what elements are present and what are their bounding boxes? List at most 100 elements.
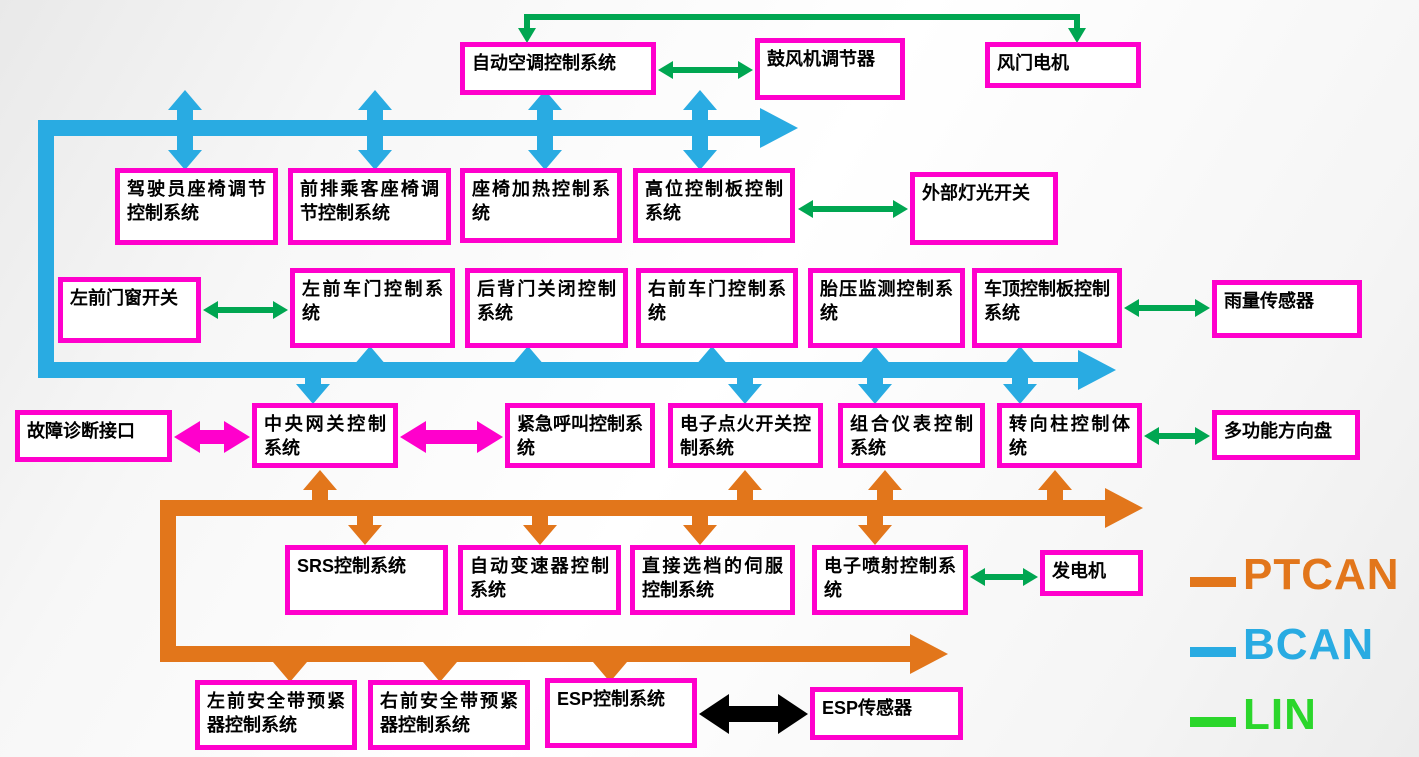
lin-arrow-icon bbox=[1144, 427, 1159, 445]
magenta-link-shaft bbox=[424, 430, 479, 444]
node-lf-seatbelt-pretensioner: 左前安全带预紧器控制系统 bbox=[195, 680, 357, 750]
black-arrow-icon bbox=[699, 694, 729, 734]
bcan-arrow-icon bbox=[353, 346, 387, 366]
ptcan-arrow-icon bbox=[683, 525, 717, 545]
black-arrow-icon bbox=[778, 694, 808, 734]
node-label: 右前车门控制系统 bbox=[648, 279, 786, 323]
lin-arrow-icon bbox=[1124, 299, 1139, 317]
lin-arrow-icon bbox=[1068, 28, 1086, 43]
node-auto-transmission: 自动变速器控制系统 bbox=[458, 545, 621, 615]
bcan-arrow-icon bbox=[858, 346, 892, 366]
ptcan-arrow-icon bbox=[273, 662, 307, 682]
lin-link-shaft bbox=[1137, 305, 1197, 311]
magenta-arrow-icon bbox=[224, 421, 250, 453]
bcan-arrow-shaft bbox=[737, 372, 753, 386]
lin-link-shaft bbox=[524, 14, 1080, 20]
magenta-arrow-icon bbox=[174, 421, 200, 453]
ptcan-bus-top-arrowhead bbox=[1105, 488, 1143, 528]
bcan-arrow-icon bbox=[858, 384, 892, 404]
ptcan-arrow-shaft bbox=[692, 514, 708, 527]
node-seat-heating: 座椅加热控制系统 bbox=[460, 168, 622, 243]
ptcan-arrow-shaft bbox=[282, 656, 298, 666]
ptcan-arrow-icon bbox=[858, 525, 892, 545]
bcan-arrow-icon bbox=[358, 90, 392, 110]
legend-bcan-dash-icon bbox=[1190, 647, 1236, 657]
bcan-arrow-icon bbox=[528, 150, 562, 170]
bcan-arrow-shaft bbox=[1012, 364, 1028, 386]
lin-arrow-icon bbox=[1023, 568, 1038, 586]
node-label: 左前安全带预紧器控制系统 bbox=[207, 691, 345, 735]
node-damper-motor: 风门电机 bbox=[985, 42, 1141, 88]
node-emergency-call: 紧急呼叫控制系统 bbox=[505, 403, 655, 468]
bcan-arrow-shaft bbox=[692, 108, 708, 152]
bcan-arrow-icon bbox=[168, 150, 202, 170]
node-direct-shift-servo: 直接选档的伺服控制系统 bbox=[630, 545, 795, 615]
node-esp-control: ESP控制系统 bbox=[545, 678, 697, 748]
node-tailgate-close: 后背门关闭控制系统 bbox=[465, 268, 628, 348]
lin-arrow-icon bbox=[273, 301, 288, 319]
ptcan-bus-bottom-segment bbox=[160, 646, 910, 662]
magenta-link-shaft bbox=[198, 430, 226, 444]
bcan-arrow-icon bbox=[168, 90, 202, 110]
bcan-arrow-icon bbox=[358, 150, 392, 170]
node-driver-seat: 驾驶员座椅调节控制系统 bbox=[115, 168, 278, 245]
node-instrument-cluster: 组合仪表控制系统 bbox=[838, 403, 985, 468]
lin-link-shaft bbox=[524, 14, 530, 30]
magenta-arrow-icon bbox=[400, 421, 426, 453]
lin-link-shaft bbox=[983, 574, 1025, 580]
node-rain-sensor: 雨量传感器 bbox=[1212, 280, 1362, 338]
node-ignition-switch: 电子点火开关控制系统 bbox=[668, 403, 823, 468]
ptcan-arrow-shaft bbox=[357, 514, 373, 527]
lin-arrow-icon bbox=[970, 568, 985, 586]
node-exterior-light-switch: 外部灯光开关 bbox=[910, 172, 1058, 245]
ptcan-arrow-icon bbox=[1038, 470, 1072, 490]
node-label: 自动变速器控制系统 bbox=[470, 556, 609, 600]
bcan-arrow-icon bbox=[528, 90, 562, 110]
node-label: 故障诊断接口 bbox=[27, 421, 135, 441]
legend-lin-label: LIN bbox=[1243, 690, 1317, 739]
lin-arrow-icon bbox=[203, 301, 218, 319]
node-label: 电子点火开关控制系统 bbox=[680, 414, 811, 458]
lin-link-shaft bbox=[1074, 14, 1080, 30]
node-high-panel: 高位控制板控制系统 bbox=[633, 168, 795, 243]
legend-ptcan-label: PTCAN bbox=[1243, 550, 1400, 599]
lin-arrow-icon bbox=[658, 61, 673, 79]
node-label: ESP传感器 bbox=[822, 698, 913, 718]
black-link-shaft bbox=[727, 706, 780, 722]
node-label: 鼓风机调节器 bbox=[767, 49, 875, 69]
bcan-arrow-shaft bbox=[520, 364, 536, 374]
bcan-arrow-icon bbox=[296, 384, 330, 404]
bcan-arrow-icon bbox=[695, 346, 729, 366]
node-label: 后背门关闭控制系统 bbox=[477, 279, 616, 323]
bcan-arrow-icon bbox=[728, 384, 762, 404]
ptcan-arrow-icon bbox=[303, 470, 337, 490]
ptcan-arrow-shaft bbox=[877, 488, 893, 502]
node-auto-ac: 自动空调控制系统 bbox=[460, 42, 656, 95]
bcan-arrow-shaft bbox=[867, 364, 883, 386]
node-tpms: 胎压监测控制系统 bbox=[808, 268, 965, 348]
legend-ptcan-dash-icon bbox=[1190, 577, 1236, 587]
bcan-bus-top-segment bbox=[38, 120, 760, 136]
ptcan-bus-bottom-arrowhead bbox=[910, 634, 948, 674]
bcan-arrow-shaft bbox=[367, 108, 383, 152]
node-mf-steering-wheel: 多功能方向盘 bbox=[1212, 410, 1360, 460]
node-srs: SRS控制系统 bbox=[285, 545, 448, 615]
node-steering-column: 转向柱控制体统 bbox=[997, 403, 1142, 468]
bcan-arrow-shaft bbox=[704, 364, 720, 374]
lin-arrow-icon bbox=[798, 200, 813, 218]
ptcan-arrow-shaft bbox=[1047, 488, 1063, 502]
node-label: 胎压监测控制系统 bbox=[820, 279, 953, 323]
legend-bcan-label: BCAN bbox=[1243, 620, 1375, 669]
node-label: 组合仪表控制系统 bbox=[850, 414, 973, 458]
node-label: 发电机 bbox=[1052, 561, 1106, 581]
bcan-arrow-shaft bbox=[177, 108, 193, 152]
bcan-arrow-icon bbox=[683, 90, 717, 110]
bcan-arrow-icon bbox=[1003, 346, 1037, 366]
lin-link-shaft bbox=[1157, 433, 1197, 439]
ptcan-bus-left-segment bbox=[160, 500, 176, 662]
bcan-bus-bottom-segment bbox=[38, 362, 1078, 378]
node-label: 自动空调控制系统 bbox=[472, 53, 616, 73]
ptcan-arrow-shaft bbox=[867, 514, 883, 527]
bcan-bus-left-segment bbox=[38, 120, 54, 378]
